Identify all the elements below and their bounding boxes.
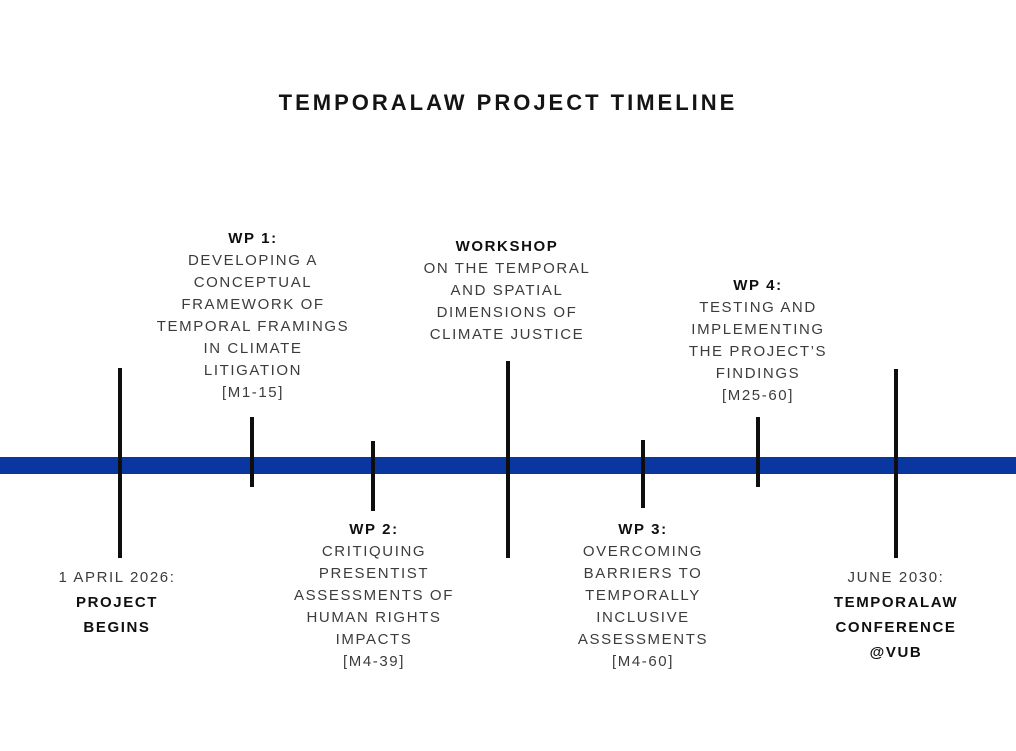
tick-project-begins bbox=[118, 368, 122, 558]
milestone-line: BEGINS bbox=[83, 619, 151, 636]
milestone-line: ASSESSMENTS OF bbox=[294, 587, 454, 604]
milestone-line: WORKSHOP bbox=[455, 238, 559, 255]
milestone-workshop-label: WORKSHOP ON THE TEMPORAL AND SPATIAL DIM… bbox=[424, 236, 591, 346]
milestone-line: BARRIERS TO bbox=[583, 565, 703, 582]
milestone-line: [M25-60] bbox=[722, 387, 794, 404]
milestone-line: CONCEPTUAL bbox=[193, 274, 313, 291]
milestone-line: [M1-15] bbox=[221, 384, 285, 401]
milestone-line: OVERCOMING bbox=[582, 543, 704, 560]
milestone-line: HUMAN RIGHTS bbox=[306, 609, 442, 626]
milestone-line: DIMENSIONS OF bbox=[436, 304, 578, 321]
tick-conference bbox=[894, 369, 898, 558]
tick-wp2 bbox=[371, 441, 375, 511]
milestone-line: TESTING AND bbox=[699, 299, 817, 316]
milestone-line: IN CLIMATE bbox=[203, 340, 303, 357]
milestone-line: TEMPORALLY bbox=[585, 587, 701, 604]
milestone-wp1-label: WP 1: DEVELOPING A CONCEPTUAL FRAMEWORK … bbox=[157, 228, 350, 404]
milestone-line: CRITIQUING bbox=[321, 543, 427, 560]
milestone-line: [M4-60] bbox=[611, 653, 675, 670]
milestone-line: CLIMATE JUSTICE bbox=[429, 326, 585, 343]
milestone-line: WP 4: bbox=[733, 277, 783, 294]
milestone-line: ON THE TEMPORAL bbox=[423, 260, 591, 277]
milestone-line: PRESENTIST bbox=[318, 565, 430, 582]
tick-workshop bbox=[506, 361, 510, 558]
milestone-line: INCLUSIVE bbox=[596, 609, 690, 626]
milestone-line: CONFERENCE bbox=[835, 619, 957, 636]
tick-wp1 bbox=[250, 417, 254, 487]
tick-wp3 bbox=[641, 440, 645, 508]
milestone-wp4-label: WP 4: TESTING AND IMPLEMENTING THE PROJE… bbox=[689, 275, 827, 407]
milestone-line: WP 2: bbox=[349, 521, 399, 538]
milestone-line: JUNE 2030: bbox=[847, 569, 945, 586]
milestone-conference-label: JUNE 2030: TEMPORALAW CONFERENCE @VUB bbox=[834, 565, 958, 665]
milestone-wp2-label: WP 2: CRITIQUING PRESENTIST ASSESSMENTS … bbox=[294, 519, 454, 673]
milestone-project-begins-label: 1 APRIL 2026: PROJECT BEGINS bbox=[59, 565, 176, 640]
tick-wp4 bbox=[756, 417, 760, 487]
milestone-line: 1 APRIL 2026: bbox=[58, 569, 176, 586]
milestone-line: WP 3: bbox=[618, 521, 668, 538]
milestone-line: WP 1: bbox=[228, 230, 278, 247]
milestone-line: FINDINGS bbox=[715, 365, 801, 382]
milestone-line: TEMPORAL FRAMINGS bbox=[156, 318, 350, 335]
page-title: TEMPORALAW PROJECT TIMELINE bbox=[278, 90, 738, 115]
milestone-line: THE PROJECT’S bbox=[688, 343, 828, 360]
milestone-line: IMPLEMENTING bbox=[691, 321, 825, 338]
milestone-line: [M4-39] bbox=[342, 653, 406, 670]
milestone-line: PROJECT bbox=[75, 594, 159, 611]
milestone-line: FRAMEWORK OF bbox=[181, 296, 325, 313]
milestone-line: IMPACTS bbox=[335, 631, 413, 648]
milestone-line: @VUB bbox=[869, 644, 923, 661]
milestone-line: TEMPORALAW bbox=[833, 594, 959, 611]
milestone-line: ASSESSMENTS bbox=[577, 631, 709, 648]
milestone-line: AND SPATIAL bbox=[450, 282, 564, 299]
milestone-wp3-label: WP 3: OVERCOMING BARRIERS TO TEMPORALLY … bbox=[578, 519, 708, 673]
milestone-line: DEVELOPING A bbox=[187, 252, 319, 269]
milestone-line: LITIGATION bbox=[203, 362, 303, 379]
